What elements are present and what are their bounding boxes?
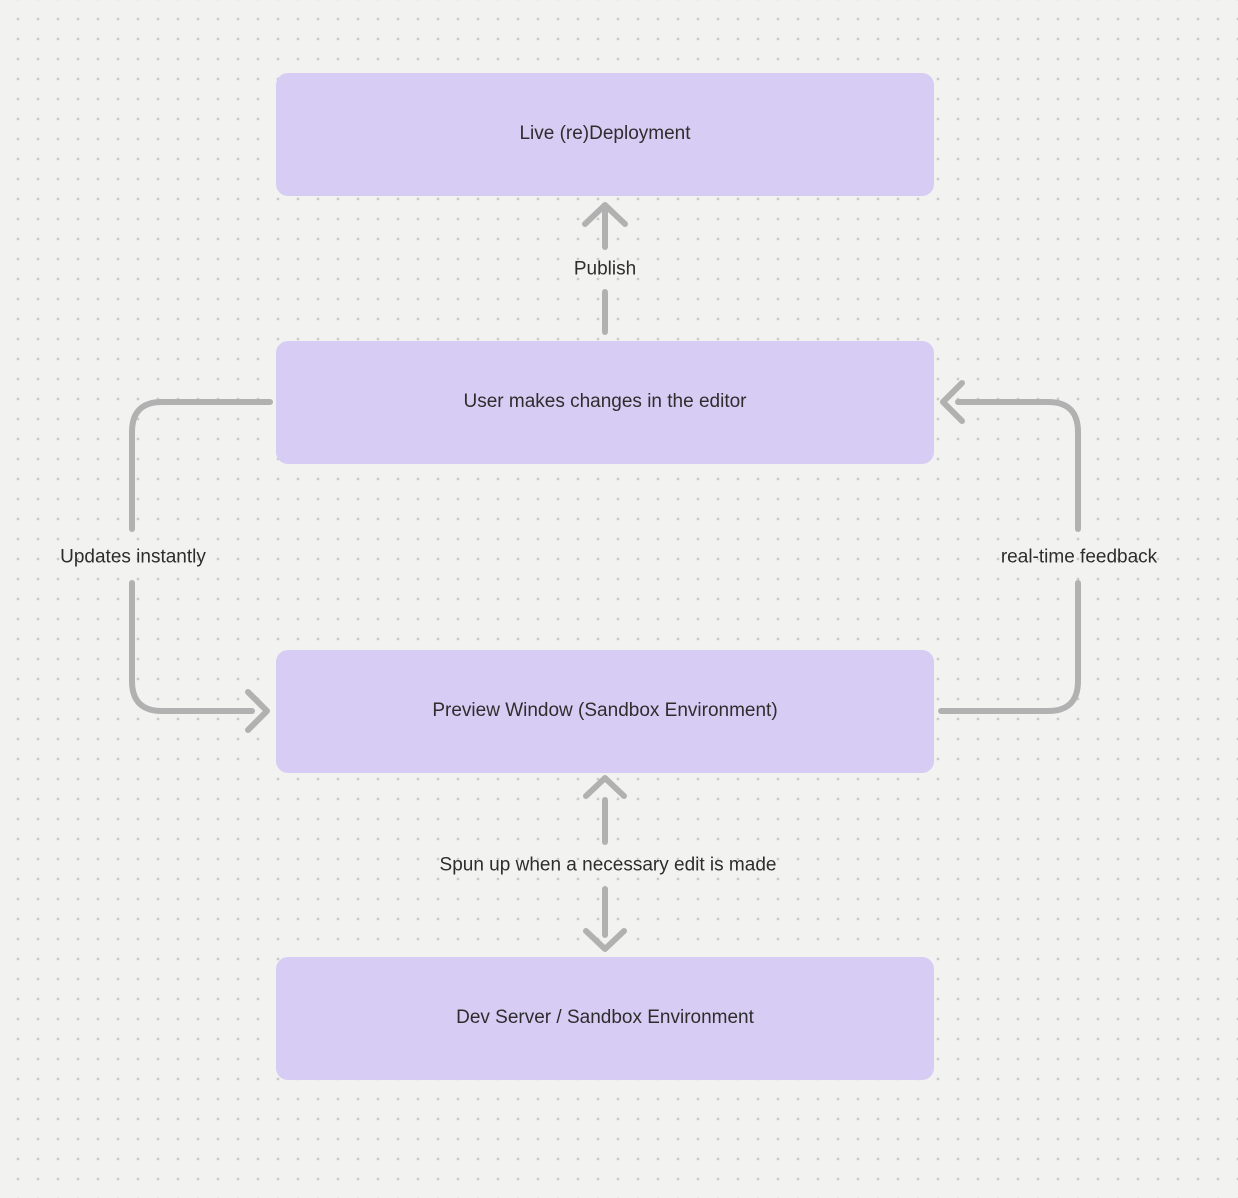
publish-arrowhead-up-icon xyxy=(582,202,628,227)
updates-segment-lower xyxy=(129,580,255,714)
feedback-segment-lower xyxy=(938,580,1081,714)
edge-label-realtime-feedback: real-time feedback xyxy=(1000,546,1158,568)
spunup-arrowhead-down-icon xyxy=(583,928,627,952)
node-dev-server[interactable]: Dev Server / Sandbox Environment xyxy=(276,957,934,1080)
node-user-editor[interactable]: User makes changes in the editor xyxy=(276,341,934,464)
spunup-arrowhead-up-icon xyxy=(583,775,627,799)
node-dev-server-label: Dev Server / Sandbox Environment xyxy=(456,1007,754,1029)
node-live-redeployment-label: Live (re)Deployment xyxy=(519,123,691,145)
feedback-segment-upper xyxy=(955,399,1081,532)
updates-segment-upper xyxy=(129,399,273,532)
edge-label-spun-up: Spun up when a necessary edit is made xyxy=(439,854,777,876)
feedback-arrowhead-left-icon xyxy=(940,380,965,424)
edge-label-updates-instantly: Updates instantly xyxy=(60,546,206,568)
node-user-editor-label: User makes changes in the editor xyxy=(463,391,747,413)
node-live-redeployment[interactable]: Live (re)Deployment xyxy=(276,73,934,196)
edge-label-publish: Publish xyxy=(573,258,637,280)
updates-arrowhead-right-icon xyxy=(245,689,270,733)
node-preview-window-label: Preview Window (Sandbox Environment) xyxy=(432,700,778,722)
node-preview-window[interactable]: Preview Window (Sandbox Environment) xyxy=(276,650,934,773)
